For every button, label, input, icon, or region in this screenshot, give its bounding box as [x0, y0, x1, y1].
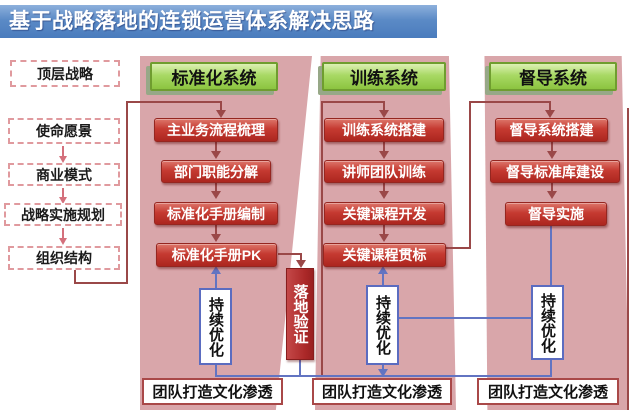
connector — [446, 247, 471, 249]
connector — [300, 253, 302, 260]
optimize-box: 持续优化 — [366, 285, 399, 365]
step-box: 标准化手册PK — [156, 243, 277, 267]
connector — [550, 360, 552, 377]
optimize-label: 持续优化 — [207, 296, 224, 357]
connector — [220, 101, 222, 110]
optimize-label: 持续优化 — [539, 292, 556, 353]
culture-box: 团队打造文化渗透 — [142, 378, 283, 405]
step-box: 主业务流程梳理 — [154, 118, 278, 142]
optimize-label: 持续优化 — [374, 295, 391, 355]
connector — [126, 101, 222, 103]
connector — [382, 272, 384, 285]
page-title: 基于战略落地的连锁运营体系解决思路 — [0, 5, 437, 38]
arrow-down-icon — [62, 146, 64, 156]
arrow-down-icon — [62, 228, 64, 238]
step-box: 讲师团队训练 — [324, 160, 444, 183]
step-box: 部门职能分解 — [161, 160, 271, 183]
connector — [383, 225, 385, 234]
connector — [215, 142, 217, 151]
step-box: 标准化手册编制 — [154, 202, 278, 225]
connector — [382, 365, 384, 370]
connector — [215, 183, 217, 191]
connector — [126, 101, 128, 284]
arrow-down-icon — [547, 191, 557, 199]
optimize-box: 持续优化 — [531, 285, 564, 360]
arrow-down-icon — [59, 238, 67, 245]
connector — [383, 183, 385, 191]
connector — [215, 365, 217, 377]
system-header-standardization: 标准化系统 — [150, 62, 278, 91]
arrow-down-icon — [547, 151, 557, 159]
connector — [215, 272, 217, 288]
arrow-down-icon — [296, 260, 306, 268]
strategy-box-business-model: 商业模式 — [8, 163, 120, 186]
connector — [383, 142, 385, 151]
step-box: 关键课程贯标 — [323, 243, 446, 267]
connector — [551, 183, 553, 191]
arrow-down-icon — [545, 110, 555, 118]
arrow-down-icon — [379, 110, 389, 118]
connector — [74, 282, 128, 284]
verification-box: 落地验证 — [286, 268, 314, 360]
arrow-down-icon — [379, 151, 389, 159]
step-box: 关键课程开发 — [324, 202, 445, 225]
connector — [321, 101, 385, 103]
arrow-up-icon — [378, 266, 388, 274]
culture-box: 团队打造文化渗透 — [477, 378, 619, 405]
step-box: 督导系统搭建 — [495, 118, 608, 142]
strategy-box-mission: 使命愿景 — [8, 118, 120, 144]
arrow-down-icon — [216, 110, 226, 118]
strategy-box-org-structure: 组织结构 — [8, 246, 120, 270]
arrow-down-icon — [62, 188, 64, 197]
arrow-down-icon — [211, 191, 221, 199]
connector — [74, 270, 76, 284]
connector — [550, 226, 552, 285]
optimize-box: 持续优化 — [199, 288, 232, 365]
arrow-up-icon — [211, 266, 221, 274]
connector — [278, 253, 302, 255]
connector — [469, 101, 471, 249]
verification-label: 落地验证 — [291, 284, 309, 344]
culture-box: 团队打造文化渗透 — [312, 378, 452, 405]
strategy-top-box: 顶层战略 — [10, 60, 120, 87]
step-box: 督导实施 — [505, 202, 607, 226]
arrow-down-icon — [211, 151, 221, 159]
arrow-down-icon — [378, 369, 388, 377]
arrow-down-icon — [379, 234, 389, 242]
system-header-training: 训练系统 — [322, 62, 446, 91]
step-box: 督导标准库建设 — [490, 160, 620, 183]
arrow-down-icon — [379, 191, 389, 199]
connector — [549, 101, 551, 110]
connector — [627, 108, 629, 410]
arrow-down-icon — [59, 156, 67, 163]
step-box: 训练系统搭建 — [324, 118, 444, 142]
connector — [551, 142, 553, 151]
connector — [383, 101, 385, 110]
system-header-supervision: 督导系统 — [489, 62, 617, 91]
arrow-down-icon — [59, 197, 67, 204]
arrow-down-icon — [211, 234, 221, 242]
connector — [215, 225, 217, 234]
connector — [399, 317, 531, 319]
strategy-box-implementation-plan: 战略实施规划 — [4, 203, 122, 226]
connector — [299, 360, 301, 377]
connector — [469, 101, 551, 103]
connector — [321, 101, 323, 376]
